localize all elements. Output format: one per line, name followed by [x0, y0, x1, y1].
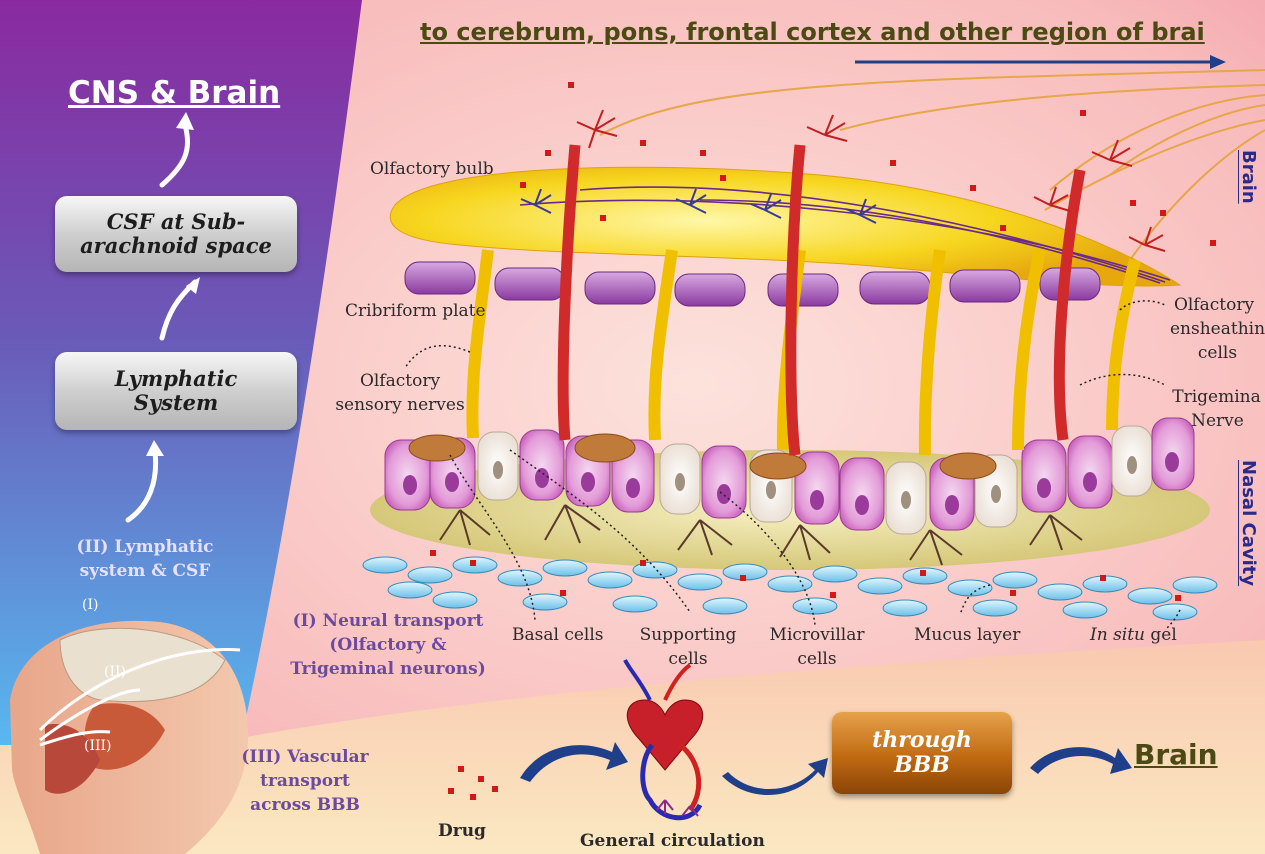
basal-cells-label: Basal cells: [512, 626, 604, 646]
neural-transport-line3: Trigeminal neurons): [258, 660, 518, 680]
head-marker-ii: (II): [104, 664, 126, 680]
ensheathing-cells-label-2: ensheathin: [1170, 320, 1265, 340]
nasal-cavity-side-label: Nasal Cavity: [1238, 460, 1259, 586]
drug-label: Drug: [438, 822, 486, 842]
vascular-caption-line3: across BBB: [230, 796, 380, 816]
in-situ-italic: In situ: [1090, 625, 1145, 645]
general-circulation-label: General circulation: [580, 832, 765, 852]
lymphatic-system-box: Lymphatic System: [55, 352, 297, 430]
cns-brain-title: CNS & Brain: [68, 75, 280, 111]
lymphatic-caption-line2: system & CSF: [60, 562, 230, 582]
brain-side-label: Brain: [1238, 150, 1259, 204]
cribriform-plate-label: Cribriform plate: [345, 302, 486, 322]
vascular-caption-line2: transport: [230, 772, 380, 792]
mucus-layer-label: Mucus layer: [914, 626, 1020, 646]
vascular-caption-line1: (III) Vascular: [230, 748, 380, 768]
neural-transport-line1: (I) Neural transport: [258, 612, 518, 632]
through-bbb-box: through BBB: [832, 712, 1012, 794]
ensheathing-cells-label-3: cells: [1170, 344, 1265, 364]
csf-subarachnoid-box: CSF at Sub-arachnoid space: [55, 196, 297, 272]
ensheathing-cells-label-1: Olfactory: [1163, 296, 1265, 316]
brain-target-label: Brain: [1134, 738, 1218, 771]
olfactory-sensory-label-1: Olfactory: [330, 372, 470, 392]
microvillar-cells-label-2: cells: [762, 650, 872, 670]
trigeminal-nerve-label-1: Trigemina: [1168, 388, 1265, 408]
neural-transport-line2: (Olfactory &: [258, 636, 518, 656]
header-title: to cerebrum, pons, frontal cortex and ot…: [420, 18, 1205, 46]
supporting-cells-label-1: Supporting: [636, 626, 740, 646]
olfactory-sensory-label-2: sensory nerves: [330, 396, 470, 416]
trigeminal-nerve-label-2: Nerve: [1170, 412, 1265, 432]
head-marker-iii: (III): [84, 738, 112, 754]
lymphatic-caption-line1: (II) Lymphatic: [60, 538, 230, 558]
gel-word: gel: [1145, 625, 1177, 645]
head-marker-i: (I): [82, 597, 98, 613]
supporting-cells-label-2: cells: [636, 650, 740, 670]
microvillar-cells-label-1: Microvillar: [762, 626, 872, 646]
in-situ-gel-label: In situ gel: [1090, 626, 1177, 646]
olfactory-bulb-label: Olfactory bulb: [370, 160, 494, 180]
